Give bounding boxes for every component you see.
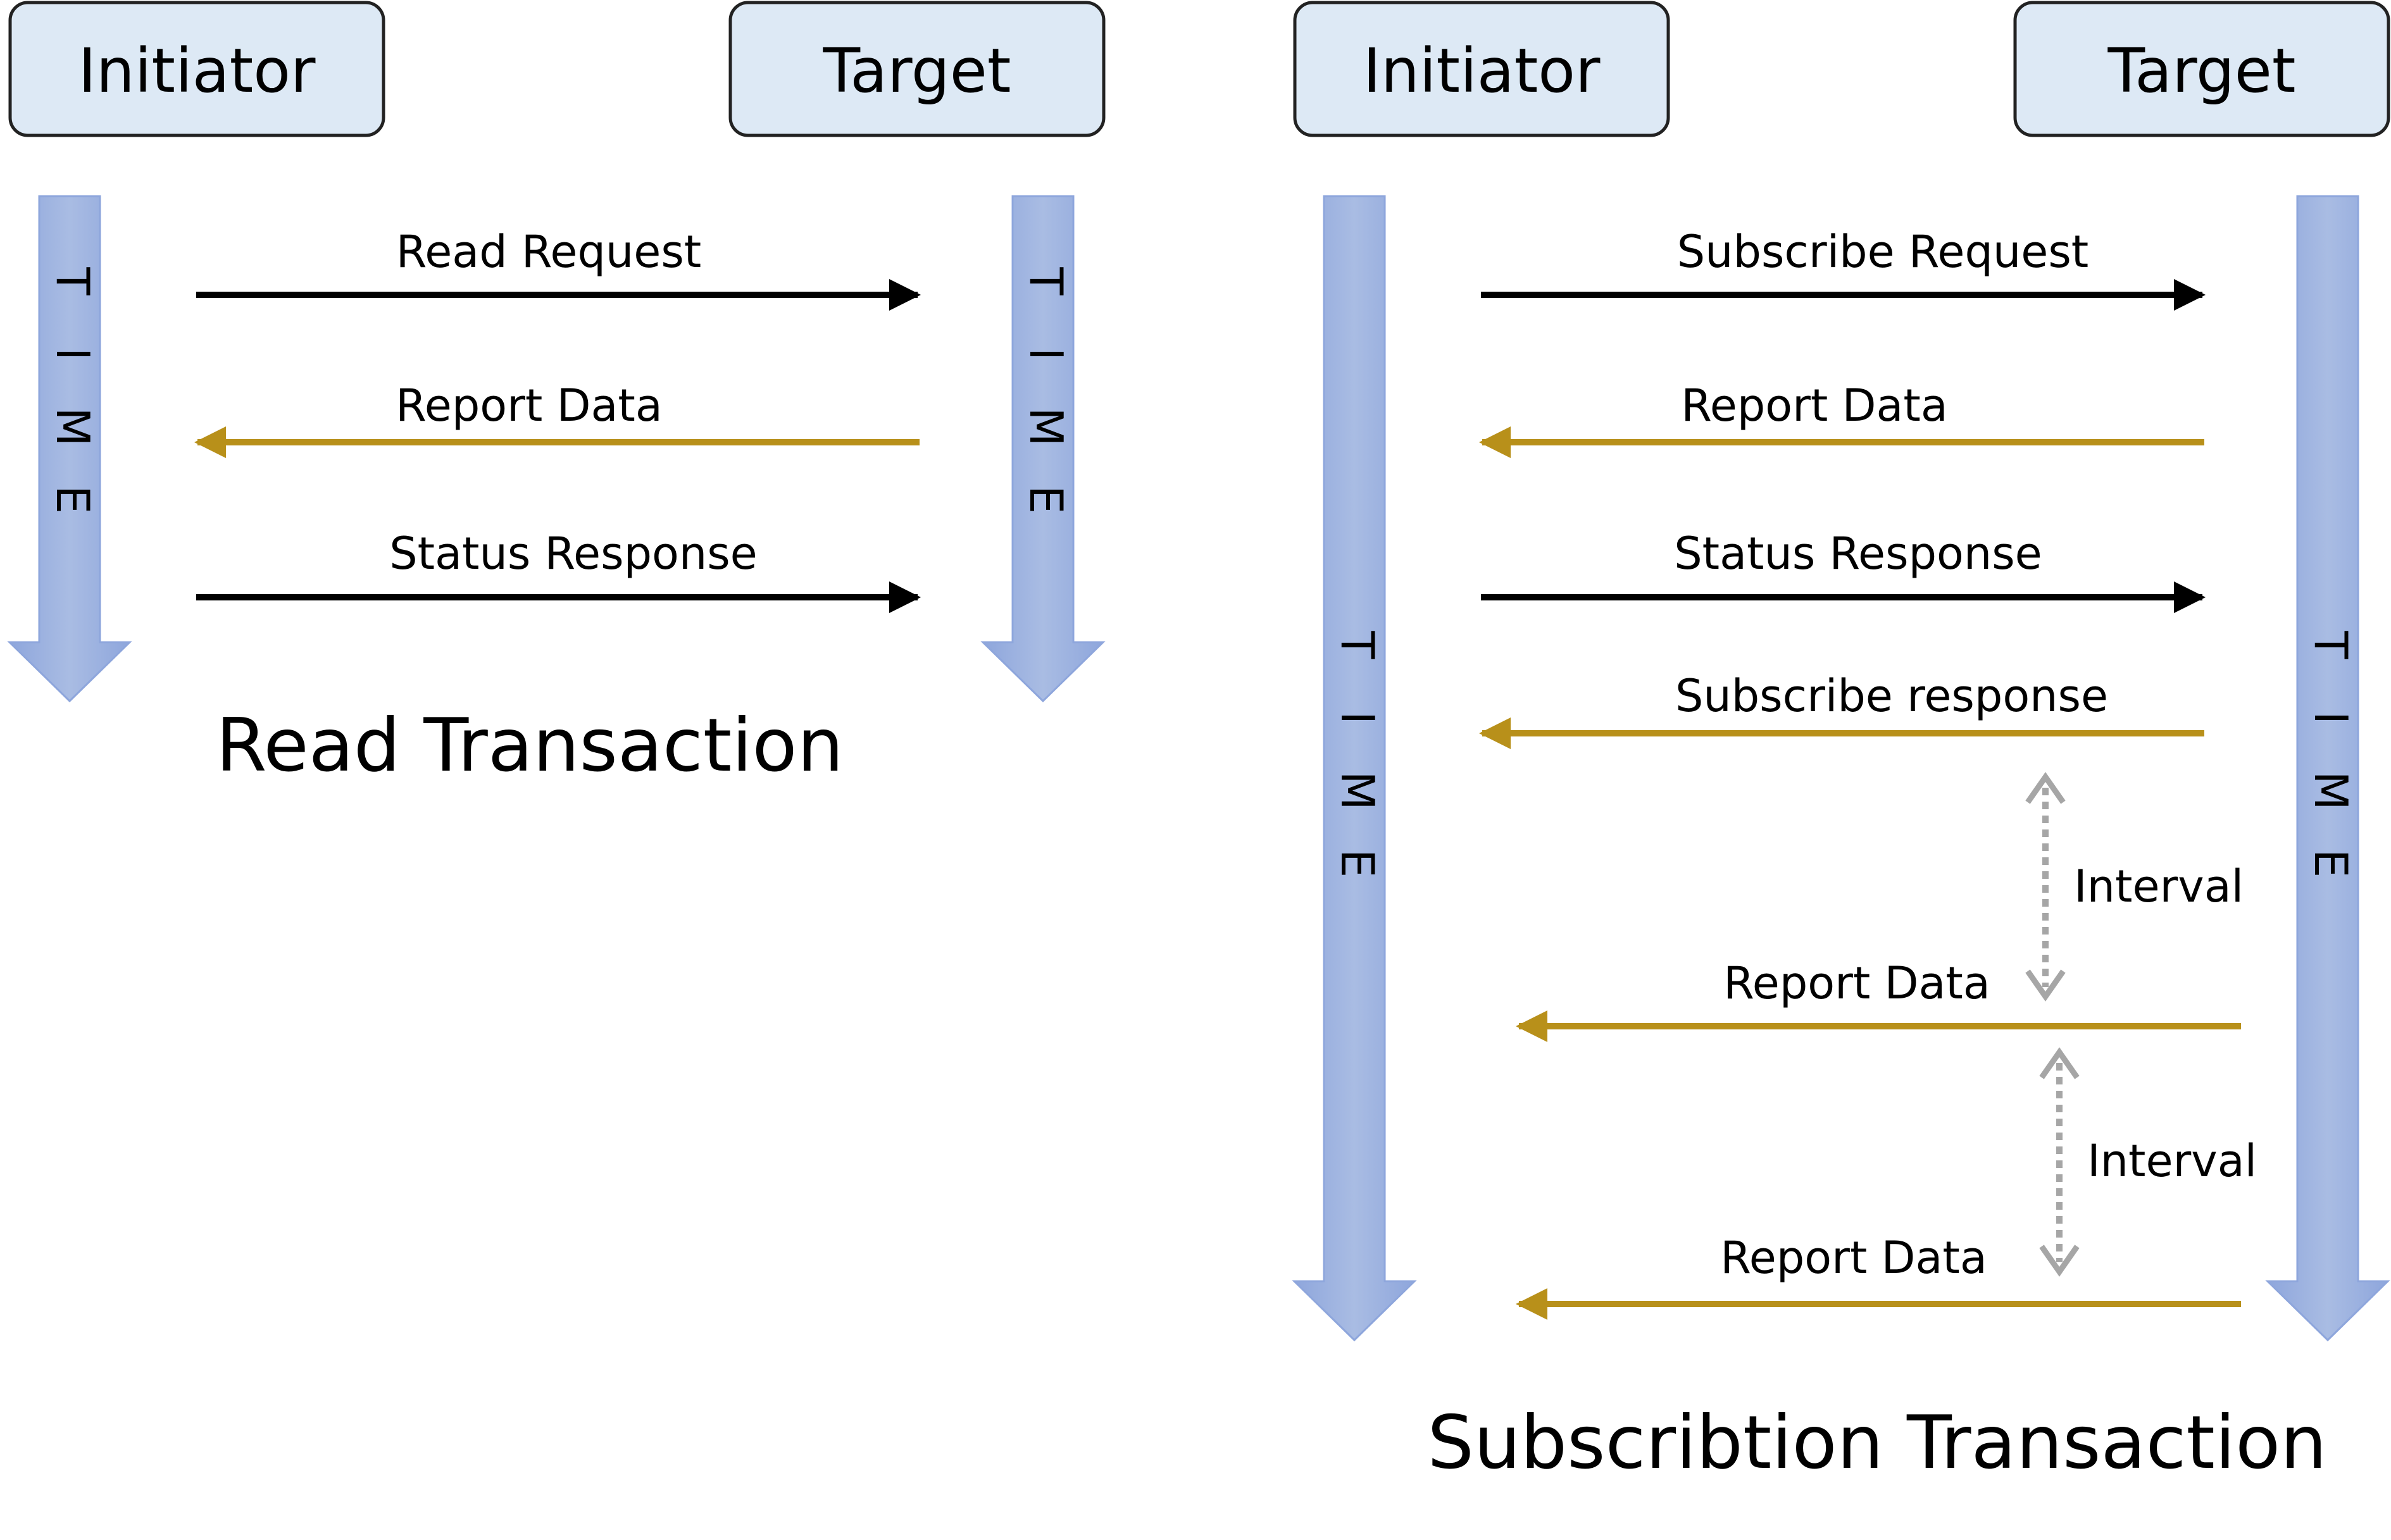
sub-message-report-data-2: Report Data xyxy=(1516,957,2241,1042)
read-initiator-box: Initiator xyxy=(8,1,385,137)
time-letter: M xyxy=(46,407,99,446)
sub-message-status-response: Status Response xyxy=(1481,528,2206,613)
message-label: Report Data xyxy=(396,380,662,432)
sub-target-box: Target xyxy=(2013,1,2390,137)
time-letter: E xyxy=(46,485,99,514)
time-letter: M xyxy=(1331,771,1384,810)
time-letters: T I M E xyxy=(46,267,99,514)
read-transaction: Initiator Target TIME TIME Read Request … xyxy=(7,1,1106,788)
read-message-report-data: Report Data xyxy=(194,380,920,458)
message-label: Subscribe Request xyxy=(1677,226,2089,278)
time-letter: I xyxy=(46,347,99,361)
time-letter: E xyxy=(1020,485,1073,514)
sub-message-report-data-1: Report Data xyxy=(1479,380,2204,458)
sub-target-time-arrow: T I M E xyxy=(2265,195,2390,1342)
sub-message-report-data-3: Report Data xyxy=(1516,1232,2241,1320)
read-initiator-time-arrow: T I M E xyxy=(7,195,132,703)
sub-message-subscribe-request: Subscribe Request xyxy=(1481,226,2206,311)
time-letter: E xyxy=(1331,849,1384,878)
sub-target-time-text: T I M E xyxy=(2304,631,2357,878)
interval-arrow-2 xyxy=(2039,1047,2080,1277)
time-letters: T I M E xyxy=(2304,631,2357,878)
message-label: Status Response xyxy=(1674,528,2042,580)
time-letter: T xyxy=(1020,267,1073,296)
time-letter: I xyxy=(1331,711,1384,724)
message-label: Read Request xyxy=(396,226,701,278)
time-letters: T I M E xyxy=(1020,267,1073,514)
read-target-time-text: T I M E xyxy=(1020,267,1073,514)
message-label: Report Data xyxy=(1723,957,1990,1009)
interval-label-2: Interval xyxy=(2087,1135,2257,1187)
read-target-label: Target xyxy=(823,35,1011,106)
read-target-time-arrow: T I M E xyxy=(980,195,1106,703)
read-transaction-title: Read Transaction xyxy=(216,703,844,788)
message-label: Report Data xyxy=(1720,1232,1987,1284)
time-letter: M xyxy=(2304,771,2357,810)
time-letter: I xyxy=(1020,347,1073,361)
interval-arrow-1 xyxy=(2025,772,2066,1002)
time-letters: T I M E xyxy=(1331,631,1384,878)
read-initiator-time-text: T I M E xyxy=(46,267,99,514)
sub-initiator-time-text: T I M E xyxy=(1331,631,1384,878)
time-letter: T xyxy=(1331,631,1384,660)
message-label: Report Data xyxy=(1681,380,1947,432)
read-target-box: Target xyxy=(728,1,1106,137)
time-letter: T xyxy=(2304,631,2357,660)
sub-initiator-box: Initiator xyxy=(1293,1,1670,137)
time-letter: M xyxy=(1020,407,1073,446)
interval-label-1: Interval xyxy=(2074,860,2244,912)
time-letter: T xyxy=(46,267,99,296)
sub-initiator-label: Initiator xyxy=(1363,35,1601,106)
read-message-read-request: Read Request xyxy=(196,226,921,311)
read-initiator-label: Initiator xyxy=(78,35,316,106)
sub-target-label: Target xyxy=(2107,35,2296,106)
sub-initiator-time-arrow: T I M E xyxy=(1292,195,1417,1342)
read-message-status-response: Status Response xyxy=(196,528,921,613)
time-letter: E xyxy=(2304,849,2357,878)
subscription-transaction: Initiator Target T I M E T I M E Subscribe Req… xyxy=(1292,1,2390,1486)
subscription-transaction-title: Subscribtion Transaction xyxy=(1427,1400,2326,1486)
message-label: Status Response xyxy=(389,528,758,580)
time-letter: I xyxy=(2304,711,2357,724)
sub-message-subscribe-response: Subscribe response xyxy=(1479,670,2204,749)
message-label: Subscribe response xyxy=(1675,670,2108,722)
